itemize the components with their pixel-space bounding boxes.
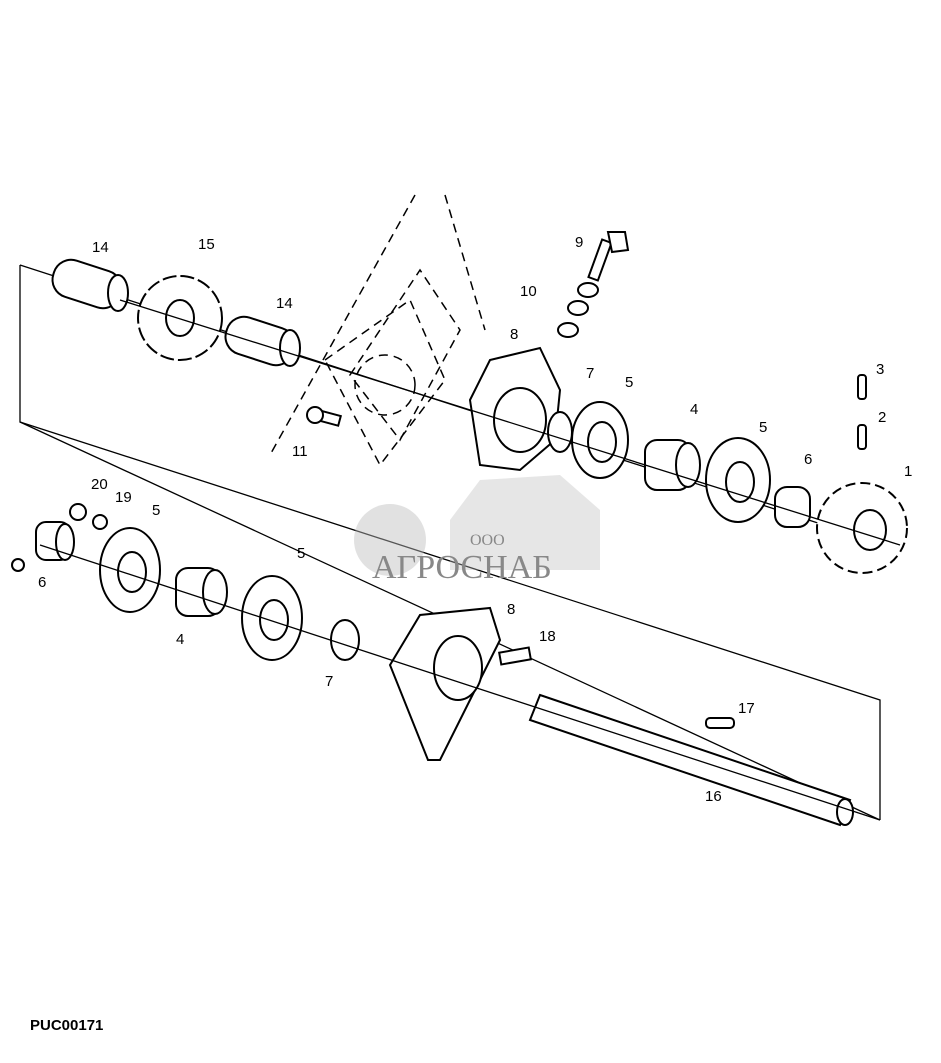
callout-5b: 5 — [759, 419, 767, 436]
callout-labels: 14 15 14 9 10 8 7 5 4 5 3 2 6 1 11 20 19… — [38, 234, 912, 805]
callout-5a: 5 — [625, 374, 633, 391]
callout-9: 9 — [575, 234, 583, 251]
watermark-logo: ООО АГРОСНАБ — [354, 475, 600, 586]
callout-5d: 5 — [297, 545, 305, 562]
callout-18: 18 — [539, 628, 556, 645]
mounting-plate-outline — [269, 194, 486, 467]
callout-3: 3 — [876, 361, 884, 378]
callout-20: 20 — [91, 476, 108, 493]
watermark-prefix: ООО — [470, 532, 505, 549]
callout-15: 15 — [198, 236, 215, 253]
callout-7b: 7 — [325, 673, 333, 690]
callout-6a: 6 — [804, 451, 812, 468]
callout-1: 1 — [904, 463, 912, 480]
callout-8a: 8 — [510, 326, 518, 343]
callout-14a: 14 — [92, 239, 109, 256]
upper-parts — [51, 231, 908, 574]
callout-11: 11 — [292, 443, 308, 460]
lower-parts — [11, 503, 881, 827]
callout-7a: 7 — [586, 365, 594, 382]
callout-4b: 4 — [176, 631, 184, 648]
watermark-name: АГРОСНАБ — [372, 549, 552, 586]
callout-8b: 8 — [507, 601, 515, 618]
callout-6b: 6 — [38, 574, 46, 591]
callout-14b: 14 — [276, 295, 293, 312]
callout-10: 10 — [520, 283, 537, 300]
callout-16: 16 — [705, 788, 722, 805]
figure-id: PUC00171 — [30, 1017, 104, 1034]
callout-2: 2 — [878, 409, 886, 426]
callout-4a: 4 — [690, 401, 698, 418]
callout-19: 19 — [115, 489, 132, 506]
callout-5c: 5 — [152, 502, 160, 519]
callout-17: 17 — [738, 700, 755, 717]
